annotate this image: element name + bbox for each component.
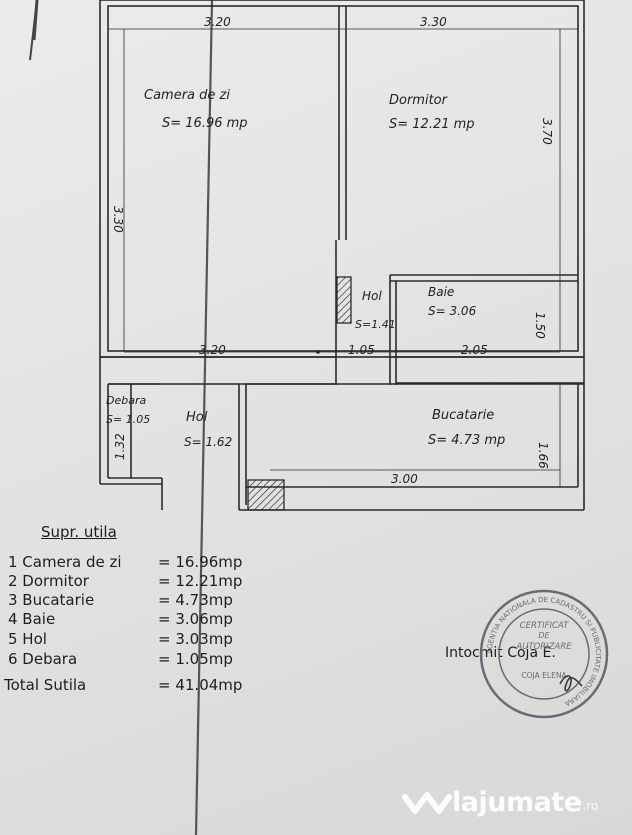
handwritten-signature bbox=[559, 675, 583, 692]
dim-debara-height: 1.32 bbox=[113, 433, 127, 460]
room-debara-area: S= 1.05 bbox=[106, 413, 151, 426]
fold-line bbox=[194, 0, 214, 835]
authorization-stamp: AGENTIA NATIONALA DE CADASTRU SI PUBLICI… bbox=[479, 589, 609, 719]
legend-row-value: = 1.05mp bbox=[158, 650, 233, 668]
legend-row-label: 1 Camera de zi bbox=[8, 553, 122, 571]
legend-row-label: 5 Hol bbox=[8, 630, 47, 648]
legend-row-label: 6 Debara bbox=[8, 650, 78, 668]
dim-baie-height: 1.50 bbox=[533, 312, 547, 339]
room-baie-name: Baie bbox=[428, 285, 455, 299]
room-baie-area: S= 3.06 bbox=[428, 304, 477, 318]
shaft-hatch-1 bbox=[336, 276, 352, 324]
room-hol1-area: S=1.41 bbox=[355, 318, 396, 331]
room-hol2-name: Hol bbox=[186, 410, 208, 425]
legend-title: Supr. utila bbox=[41, 523, 117, 541]
watermark-brand: lajumate bbox=[452, 786, 582, 818]
room-bucatarie-name: Bucatarie bbox=[432, 408, 495, 423]
room-dormitor-name: Dormitor bbox=[389, 93, 447, 108]
dim-mid-left: 3.20 bbox=[199, 343, 226, 357]
watermark-logo-icon bbox=[402, 792, 452, 814]
stamp-line2: DE bbox=[538, 631, 550, 640]
dim-top-right: 3.30 bbox=[420, 15, 447, 29]
prepared-by: Intocmit Coja E. bbox=[445, 645, 556, 661]
dim-mid-hol: 1.05 bbox=[348, 343, 375, 357]
stamp-line3: AUTORIZARE bbox=[515, 642, 572, 652]
stamp-line1: CERTIFICAT bbox=[520, 621, 569, 631]
legend-row-value: = 16.96mp bbox=[158, 553, 243, 571]
legend-row-label: 4 Baie bbox=[8, 610, 56, 628]
legend-row-value: = 4.73mp bbox=[158, 591, 233, 609]
dim-right-dormitor: 3.70 bbox=[540, 118, 554, 145]
interior-walls bbox=[99, 6, 585, 511]
legend-row-label: 3 Bucatarie bbox=[8, 591, 95, 609]
room-hol1-name: Hol bbox=[362, 289, 382, 303]
outer-walls bbox=[99, 0, 585, 358]
room-camera-area: S= 16.96 mp bbox=[162, 116, 248, 131]
room-hol2-area: S= 1.62 bbox=[184, 435, 233, 449]
room-camera-name: Camera de zi bbox=[144, 88, 230, 103]
legend-row-label: 2 Dormitor bbox=[8, 572, 89, 590]
legend-row-value: = 3.06mp bbox=[158, 610, 233, 628]
legend-row-value: = 12.21mp bbox=[158, 572, 243, 590]
shaft-hatch-2 bbox=[247, 479, 285, 511]
legend-total-label: Total Sutila bbox=[4, 676, 87, 694]
room-dormitor-area: S= 12.21 mp bbox=[389, 117, 475, 132]
room-debara-name: Debara bbox=[106, 394, 147, 407]
stamp-name: COJA ELENA bbox=[521, 671, 567, 680]
dim-bucatarie-width: 3.00 bbox=[391, 472, 418, 486]
dim-top-left: 3.20 bbox=[204, 15, 231, 29]
watermark-tld: .ro bbox=[582, 799, 599, 813]
dim-left-height: 3.30 bbox=[111, 206, 125, 233]
watermark: lajumate .ro bbox=[402, 782, 598, 822]
room-bucatarie-area: S= 4.73 mp bbox=[428, 433, 506, 448]
dim-mid-baie: 2.05 bbox=[461, 343, 488, 357]
legend-total-value: = 41.04mp bbox=[158, 676, 243, 694]
dim-bucatarie-height: 1.66 bbox=[536, 442, 550, 469]
legend-row-value: = 3.03mp bbox=[158, 630, 233, 648]
